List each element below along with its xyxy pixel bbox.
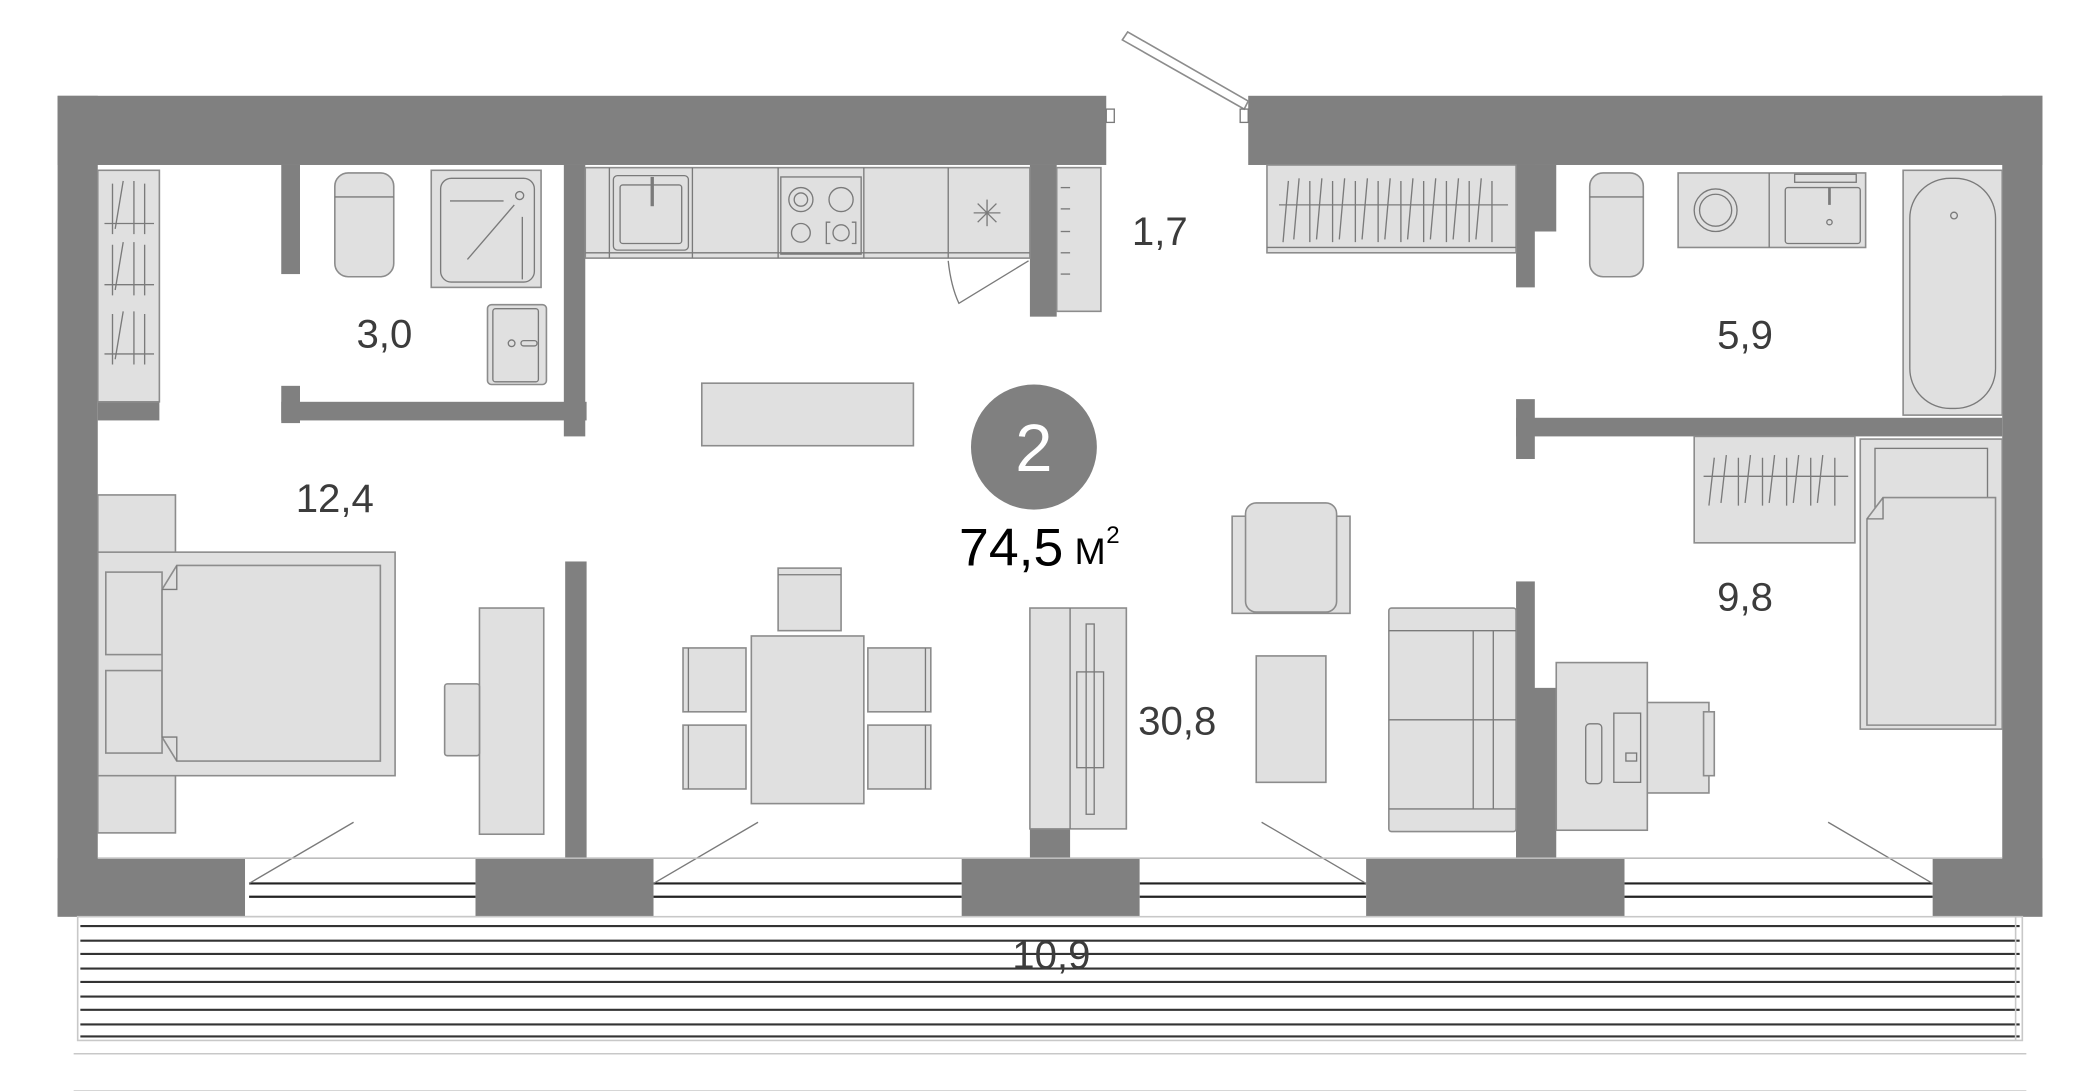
bedroom-master-furniture — [96, 494, 545, 836]
toilet-icon — [334, 172, 395, 278]
dining-table-icon — [750, 635, 865, 805]
walls — [57, 95, 2043, 917]
washing-machine-icon — [1677, 172, 1867, 249]
living-furniture — [682, 382, 1517, 833]
rooms-count-badge: 2 — [970, 384, 1097, 510]
entry-door — [1105, 30, 1250, 124]
hallway-closet — [1055, 166, 1102, 313]
tv-stand-icon — [1029, 607, 1128, 830]
sink-icon — [612, 174, 690, 251]
wardrobe-icon — [478, 607, 545, 836]
area-label-bathroom-small: 3,0 — [356, 312, 412, 356]
fridge-icon — [973, 199, 1001, 227]
area-label-bedroom-master: 12,4 — [296, 477, 374, 521]
closet-icon — [1693, 435, 1856, 544]
windows — [97, 821, 2003, 918]
area-label-balcony: 10,9 — [1012, 934, 1090, 978]
toilet-icon — [1588, 172, 1645, 278]
total-area-unit-superscript: 2 — [1106, 522, 1119, 549]
stove-icon — [780, 176, 862, 255]
bedroom-second-furniture — [1555, 435, 2004, 832]
total-area-value: 74,5 — [959, 519, 1063, 578]
area-label-living-kitchen: 30,8 — [1138, 700, 1216, 744]
rooms-count: 2 — [1015, 412, 1052, 486]
bathroom-small-fixtures — [334, 169, 548, 386]
closet-left — [96, 169, 161, 403]
kitchen-counter — [584, 166, 1031, 305]
coffee-table-icon — [1255, 655, 1327, 784]
bathroom-large-fixtures — [1588, 169, 2004, 416]
area-label-bathroom-large: 5,9 — [1717, 314, 1773, 358]
closet-entrance — [1266, 164, 1517, 254]
area-label-bedroom-second: 9,8 — [1717, 576, 1773, 620]
sink-icon — [1784, 186, 1861, 245]
shower-icon — [430, 169, 542, 289]
total-area-unit: М — [1075, 530, 1106, 572]
balcony — [73, 915, 2027, 1091]
area-label-hallway-closet: 1,7 — [1132, 210, 1188, 254]
sink-icon — [486, 303, 548, 386]
kitchen-island-icon — [700, 382, 915, 447]
total-area: 74,5 М 2 — [959, 519, 1120, 578]
bathtub-icon — [1902, 169, 2004, 416]
